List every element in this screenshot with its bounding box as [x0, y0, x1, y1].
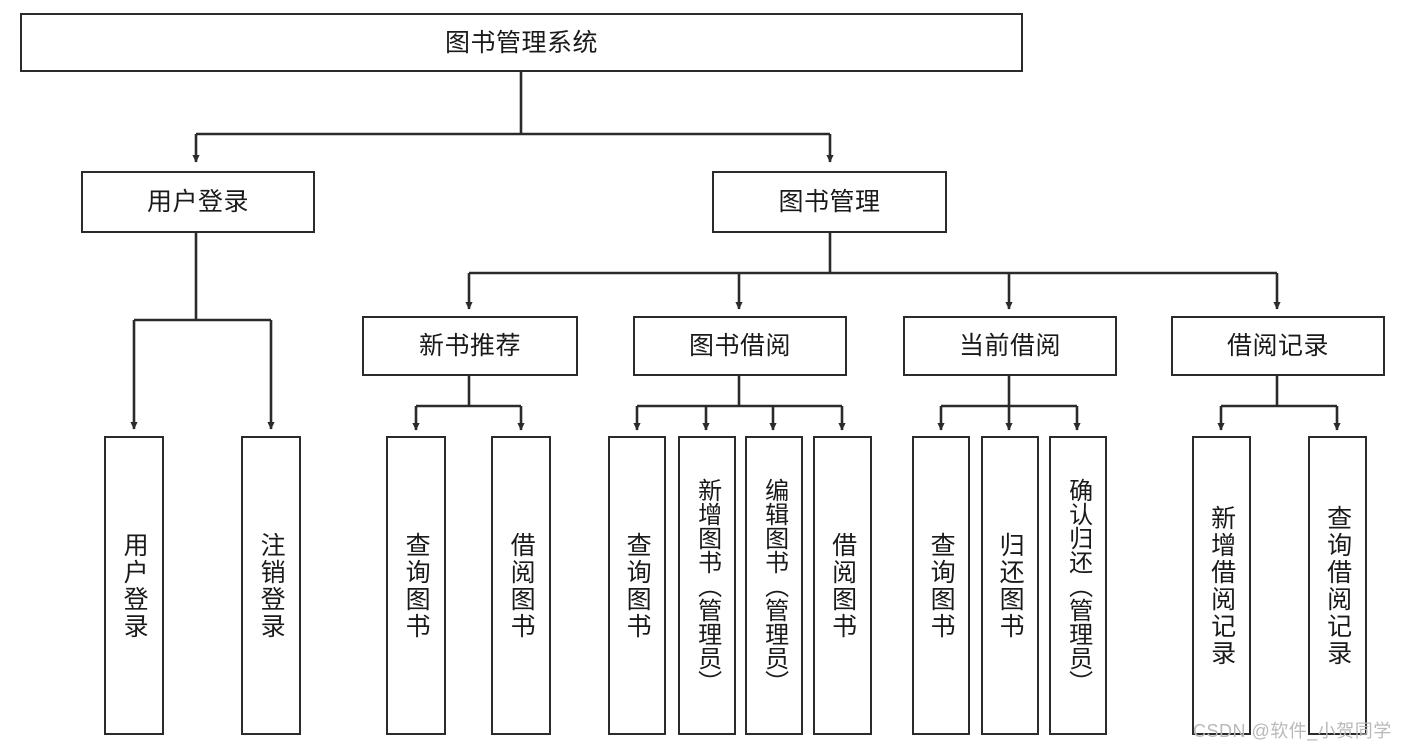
node-root[interactable]: 图书管理系统 [20, 13, 1023, 72]
node-leaf-borrow-book-2[interactable]: 借阅图书 [813, 436, 872, 735]
node-leaf-add-record[interactable]: 新增借阅记录 [1192, 436, 1251, 735]
node-root-label: 图书管理系统 [444, 28, 598, 57]
node-leaf-query-book-1[interactable]: 查询图书 [386, 436, 446, 735]
node-leaf-edit-book[interactable]: 编辑图书（管理员） [745, 436, 803, 735]
node-leaf-user-login-label: 用户登录 [120, 531, 149, 640]
node-leaf-edit-book-label: 编辑图书（管理员） [760, 477, 788, 694]
node-borrow-record[interactable]: 借阅记录 [1171, 316, 1385, 376]
node-leaf-query-record[interactable]: 查询借阅记录 [1308, 436, 1367, 735]
node-leaf-logout-label: 注销登录 [257, 531, 286, 640]
node-user-login[interactable]: 用户登录 [81, 171, 315, 233]
node-leaf-borrow-book-1-label: 借阅图书 [507, 531, 536, 640]
node-leaf-user-login[interactable]: 用户登录 [104, 436, 164, 735]
node-borrow-record-label: 借阅记录 [1226, 332, 1329, 360]
node-book-manage-label: 图书管理 [778, 188, 881, 216]
node-leaf-query-record-label: 查询借阅记录 [1323, 504, 1352, 667]
node-leaf-return-book-label: 归还图书 [996, 531, 1025, 640]
node-leaf-borrow-book-1[interactable]: 借阅图书 [491, 436, 551, 735]
node-leaf-add-record-label: 新增借阅记录 [1207, 504, 1236, 667]
node-leaf-confirm-return-label: 确认归还（管理员） [1064, 477, 1092, 694]
node-leaf-query-book-3[interactable]: 查询图书 [912, 436, 970, 735]
csdn-watermark: CSDN @软件_小贺同学 [1193, 721, 1392, 741]
node-book-borrow[interactable]: 图书借阅 [633, 316, 847, 376]
node-book-manage[interactable]: 图书管理 [712, 171, 947, 233]
node-leaf-query-book-3-label: 查询图书 [927, 531, 956, 640]
node-leaf-query-book-2-label: 查询图书 [623, 531, 652, 640]
node-leaf-return-book[interactable]: 归还图书 [981, 436, 1039, 735]
node-leaf-confirm-return[interactable]: 确认归还（管理员） [1049, 436, 1107, 735]
node-leaf-borrow-book-2-label: 借阅图书 [828, 531, 857, 640]
node-current-borrow-label: 当前借阅 [958, 332, 1061, 360]
node-leaf-logout[interactable]: 注销登录 [241, 436, 301, 735]
node-new-book-recommend-label: 新书推荐 [418, 332, 521, 360]
node-current-borrow[interactable]: 当前借阅 [903, 316, 1117, 376]
node-leaf-query-book-2[interactable]: 查询图书 [608, 436, 666, 735]
node-new-book-recommend[interactable]: 新书推荐 [362, 316, 578, 376]
node-leaf-add-book[interactable]: 新增图书（管理员） [678, 436, 736, 735]
node-leaf-query-book-1-label: 查询图书 [402, 531, 431, 640]
node-book-borrow-label: 图书借阅 [688, 332, 791, 360]
node-user-login-label: 用户登录 [146, 188, 249, 216]
node-leaf-add-book-label: 新增图书（管理员） [693, 477, 721, 694]
